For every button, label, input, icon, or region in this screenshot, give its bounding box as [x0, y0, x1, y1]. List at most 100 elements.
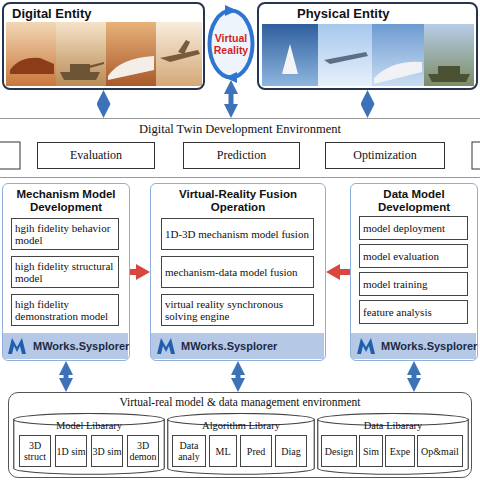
- process-box: model evaluation: [359, 244, 468, 268]
- process-box: model training: [359, 272, 468, 296]
- library-cell: Op&mail: [417, 435, 463, 467]
- library-cell: Diag: [275, 435, 307, 467]
- process-box: hgih fidelity behavior model: [11, 218, 119, 250]
- node-text: Digital Twin Development Environment: [0, 119, 480, 137]
- library-cylinder: Data analy ML Pred Diag Algorithm Library: [167, 413, 315, 475]
- logo-mark: [8, 338, 26, 354]
- process-box: high fidelity demonstration model: [11, 294, 119, 326]
- function-box: Optimization: [325, 142, 445, 169]
- library-cell: Sim: [359, 435, 383, 467]
- cut-off-box: [472, 142, 480, 169]
- node-text: mechanism-data model fusion: [165, 266, 298, 278]
- library-cell: Pred: [240, 435, 272, 467]
- node-text: MWorks.Sysplorer: [381, 340, 477, 352]
- node-text: Virtual Reality: [207, 32, 255, 56]
- shuttle-photo: [262, 24, 318, 86]
- library-cell: 3D sim: [91, 435, 123, 467]
- process-box: mechanism-data model fusion: [161, 256, 314, 288]
- logo-mark: [157, 338, 175, 354]
- flow-arrow: [236, 361, 241, 392]
- flow-arrow: [64, 361, 69, 392]
- node-text: high fidelity structural model: [15, 260, 115, 284]
- plane-photo: [156, 22, 202, 86]
- module-panel: hgih fidelity behavior model high fidelit…: [2, 183, 130, 361]
- node-text: high fidelity demonstration model: [15, 298, 115, 322]
- entity-box: Digital Entity: [2, 2, 205, 90]
- car-photo: [6, 22, 56, 86]
- library-cell: 1D sim: [55, 435, 87, 467]
- node-text: Data analy: [173, 440, 205, 462]
- node-text: Algorithm Library: [167, 413, 315, 431]
- flow-arrow: [130, 269, 150, 275]
- cut-off-box: [0, 142, 20, 169]
- node-text: 1D sim: [56, 446, 85, 457]
- node-text: Data Libarary: [317, 413, 469, 431]
- cylinder-body: [168, 419, 315, 474]
- node-text: Mechanism Model Development: [3, 184, 129, 214]
- node-text: ML: [216, 446, 231, 457]
- node-text: MWorks.Sysplorer: [181, 340, 277, 352]
- environment-band: Evaluation Prediction Optimization Digital …: [0, 118, 480, 178]
- node-text: Design: [325, 446, 353, 457]
- function-box: Prediction: [183, 142, 300, 169]
- plane-shape: [160, 40, 200, 62]
- cylinder-top: [168, 414, 315, 426]
- tool-band: MWorks.Sysplorer: [351, 333, 476, 359]
- library-cylinder: Design Sim Expe Op&mail Data Libarary: [317, 413, 469, 475]
- cycle-ring: [210, 11, 253, 78]
- tool-band: MWorks.Sysplorer: [151, 333, 324, 359]
- function-box: Evaluation: [37, 142, 155, 169]
- car-shape: [10, 58, 54, 74]
- library-cell: 3D struct: [19, 435, 51, 467]
- cylinder-body: [318, 419, 469, 474]
- flow-arrow: [365, 90, 370, 118]
- library-cell: Data analy: [172, 435, 206, 467]
- cycle-arrowhead: [225, 5, 237, 16]
- tank-photo: [56, 22, 106, 86]
- cylinder-outline: [317, 413, 469, 475]
- module-panel: model deployment model evaluation model tr…: [350, 183, 478, 361]
- node-text: Model Libarary: [13, 413, 165, 431]
- tank-shape: [60, 62, 104, 80]
- node-text: Expe: [390, 446, 411, 457]
- flow-arrow: [412, 361, 417, 392]
- node-text: Data Model Development: [351, 184, 477, 214]
- flow-arrow: [101, 90, 106, 118]
- tool-band: MWorks.Sysplorer: [3, 333, 128, 359]
- node-text: 3D struct: [20, 440, 50, 462]
- entity-box: Physical Entity: [257, 2, 478, 90]
- node-text: Virtual-Reality Fusion Operation: [151, 184, 325, 214]
- node-text: Evaluation: [70, 148, 122, 163]
- process-box: 1D-3D mechanism model fusion: [161, 218, 314, 250]
- library-cell: Design: [321, 435, 357, 467]
- node-text: model evaluation: [363, 250, 439, 262]
- flow-arrow: [326, 269, 350, 275]
- node-text: Sim: [363, 446, 379, 457]
- environment-box: 3D struct 1D sim 3D sim 3D demon Model Libar…: [8, 392, 472, 478]
- node-text: feature analysis: [363, 306, 432, 318]
- cycle-ellipse: Virtual Reality: [207, 8, 255, 80]
- node-text: Pred: [247, 446, 265, 457]
- node-text: 3D sim: [92, 446, 121, 457]
- jet-shape: [324, 52, 368, 64]
- node-text: Optimization: [353, 148, 416, 163]
- mworks-logo: [157, 338, 175, 354]
- train-photo: [372, 24, 424, 86]
- node-text: 1D-3D mechanism model fusion: [165, 228, 309, 240]
- cycle-arrowhead: [225, 72, 237, 83]
- mworks-logo: [357, 338, 375, 354]
- node-text: Digital Entity: [4, 4, 203, 21]
- process-box: model deployment: [359, 216, 468, 240]
- train-photo: [106, 22, 156, 86]
- node-text: Virtual-real model & data management env…: [9, 393, 471, 408]
- library-cell: 3D demon: [127, 435, 159, 467]
- sky-photo: [318, 24, 372, 86]
- library-cell: Expe: [385, 435, 415, 467]
- node-text: Physical Entity: [259, 4, 476, 21]
- library-cylinder: 3D struct 1D sim 3D sim 3D demon Model Libar…: [13, 413, 165, 475]
